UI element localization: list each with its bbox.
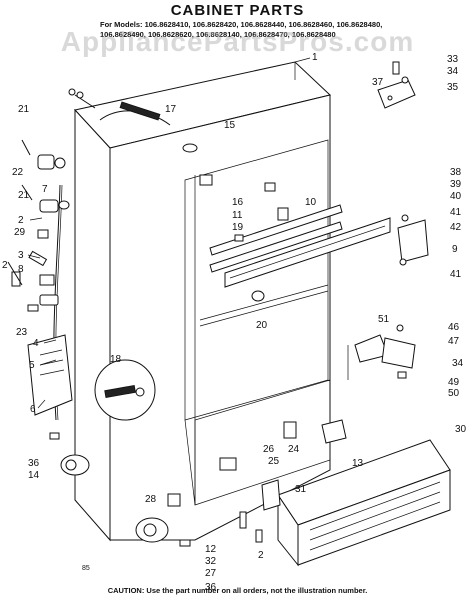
callout-23: 23 (16, 327, 28, 338)
top-hinge (377, 61, 416, 109)
callout-29: 29 (14, 227, 26, 238)
callout-32: 32 (205, 556, 217, 567)
cabinet-body (74, 61, 332, 542)
callout-50: 50 (448, 388, 460, 399)
callout-34b: 34 (452, 358, 464, 369)
callout-9: 9 (452, 244, 458, 255)
callout-3: 3 (18, 250, 24, 261)
page-title: CABINET PARTS (170, 2, 305, 19)
callout-35: 35 (447, 82, 459, 93)
roller-front (135, 517, 191, 547)
callout-2b: 2 (2, 260, 8, 271)
callout-28: 28 (145, 494, 157, 505)
part-16 (199, 174, 213, 186)
callout-41: 41 (450, 207, 462, 218)
callout-21b: 21 (18, 190, 30, 201)
toe-grille (277, 439, 451, 567)
callout-51: 51 (378, 314, 390, 325)
models-line-1: 106.8628410, 106.8628420, 106.8628440, 1… (144, 20, 383, 29)
callout-40: 40 (450, 191, 462, 202)
models-prefix: For Models: (100, 20, 143, 29)
callout-17: 17 (165, 104, 177, 115)
models-line-2: 106.8628490, 106.8628620, 106.8628140, 1… (100, 30, 336, 39)
part-10 (277, 207, 289, 221)
part-24 (283, 421, 297, 439)
callout-20: 20 (256, 320, 268, 331)
part-20 (251, 290, 265, 302)
part-26 (219, 457, 237, 471)
callout-16: 16 (232, 197, 244, 208)
callout-5: 5 (29, 360, 35, 371)
center-rail (209, 204, 429, 288)
callout-47: 47 (448, 336, 460, 347)
callout-37: 37 (372, 77, 384, 88)
part-28 (167, 493, 181, 507)
detail-inset (94, 359, 156, 421)
callout-13: 13 (352, 458, 364, 469)
page-code: 85 (82, 565, 90, 572)
bottom-hinge-right (347, 324, 416, 380)
caution-note: CAUTION: Use the part number on all orde… (107, 586, 368, 595)
callout-25: 25 (268, 456, 280, 467)
callout-11: 11 (232, 210, 243, 221)
part-19 (234, 234, 244, 242)
callout-10: 10 (305, 197, 317, 208)
callout-14: 14 (28, 470, 40, 481)
callout-31: 31 (295, 484, 307, 495)
callout-49: 49 (448, 377, 460, 388)
callouts: 1 2 2 2 3 4 5 6 7 8 9 10 11 12 13 14 15 … (2, 52, 467, 593)
callout-21: 21 (18, 104, 30, 115)
callout-2: 2 (18, 215, 24, 226)
cabinet-side (74, 108, 111, 542)
callout-19: 19 (232, 222, 244, 233)
part-31 (261, 479, 281, 511)
callout-7: 7 (42, 184, 48, 195)
callout-36: 36 (28, 458, 40, 469)
callout-42: 42 (450, 222, 462, 233)
callout-24: 24 (288, 444, 300, 455)
cabinet-liner (184, 139, 329, 421)
callout-12: 12 (205, 544, 217, 555)
callout-22: 22 (12, 167, 24, 178)
model-list: For Models: 106.8628410, 106.8628420, 10… (100, 20, 470, 40)
rear-cover (27, 334, 73, 416)
callout-41b: 41 (450, 269, 462, 280)
callout-27: 27 (205, 568, 217, 579)
wire-harness (68, 88, 171, 126)
callout-4: 4 (33, 338, 39, 349)
part-2 (255, 529, 263, 543)
part-32 (239, 511, 247, 529)
part-16b (264, 182, 276, 192)
callout-26: 26 (263, 444, 275, 455)
thermostat-parts (21, 139, 70, 239)
callout-15: 15 (224, 120, 236, 131)
cabinet-front (109, 94, 331, 541)
callout-18: 18 (110, 354, 122, 365)
callout-1: 1 (312, 52, 318, 63)
roller-left (49, 432, 90, 476)
callout-33: 33 (447, 54, 459, 65)
callout-46: 46 (448, 322, 460, 333)
callout-39: 39 (450, 179, 462, 190)
callout-8: 8 (18, 264, 24, 275)
part-13 (321, 419, 347, 444)
grommet (182, 143, 198, 153)
callout-30: 30 (455, 424, 467, 435)
callout-38: 38 (450, 167, 462, 178)
callout-36b: 36 (205, 582, 217, 593)
callout-2c: 2 (258, 550, 264, 561)
callout-34: 34 (447, 66, 459, 77)
callout-6: 6 (30, 404, 36, 415)
lower-hinge-left (7, 250, 59, 312)
